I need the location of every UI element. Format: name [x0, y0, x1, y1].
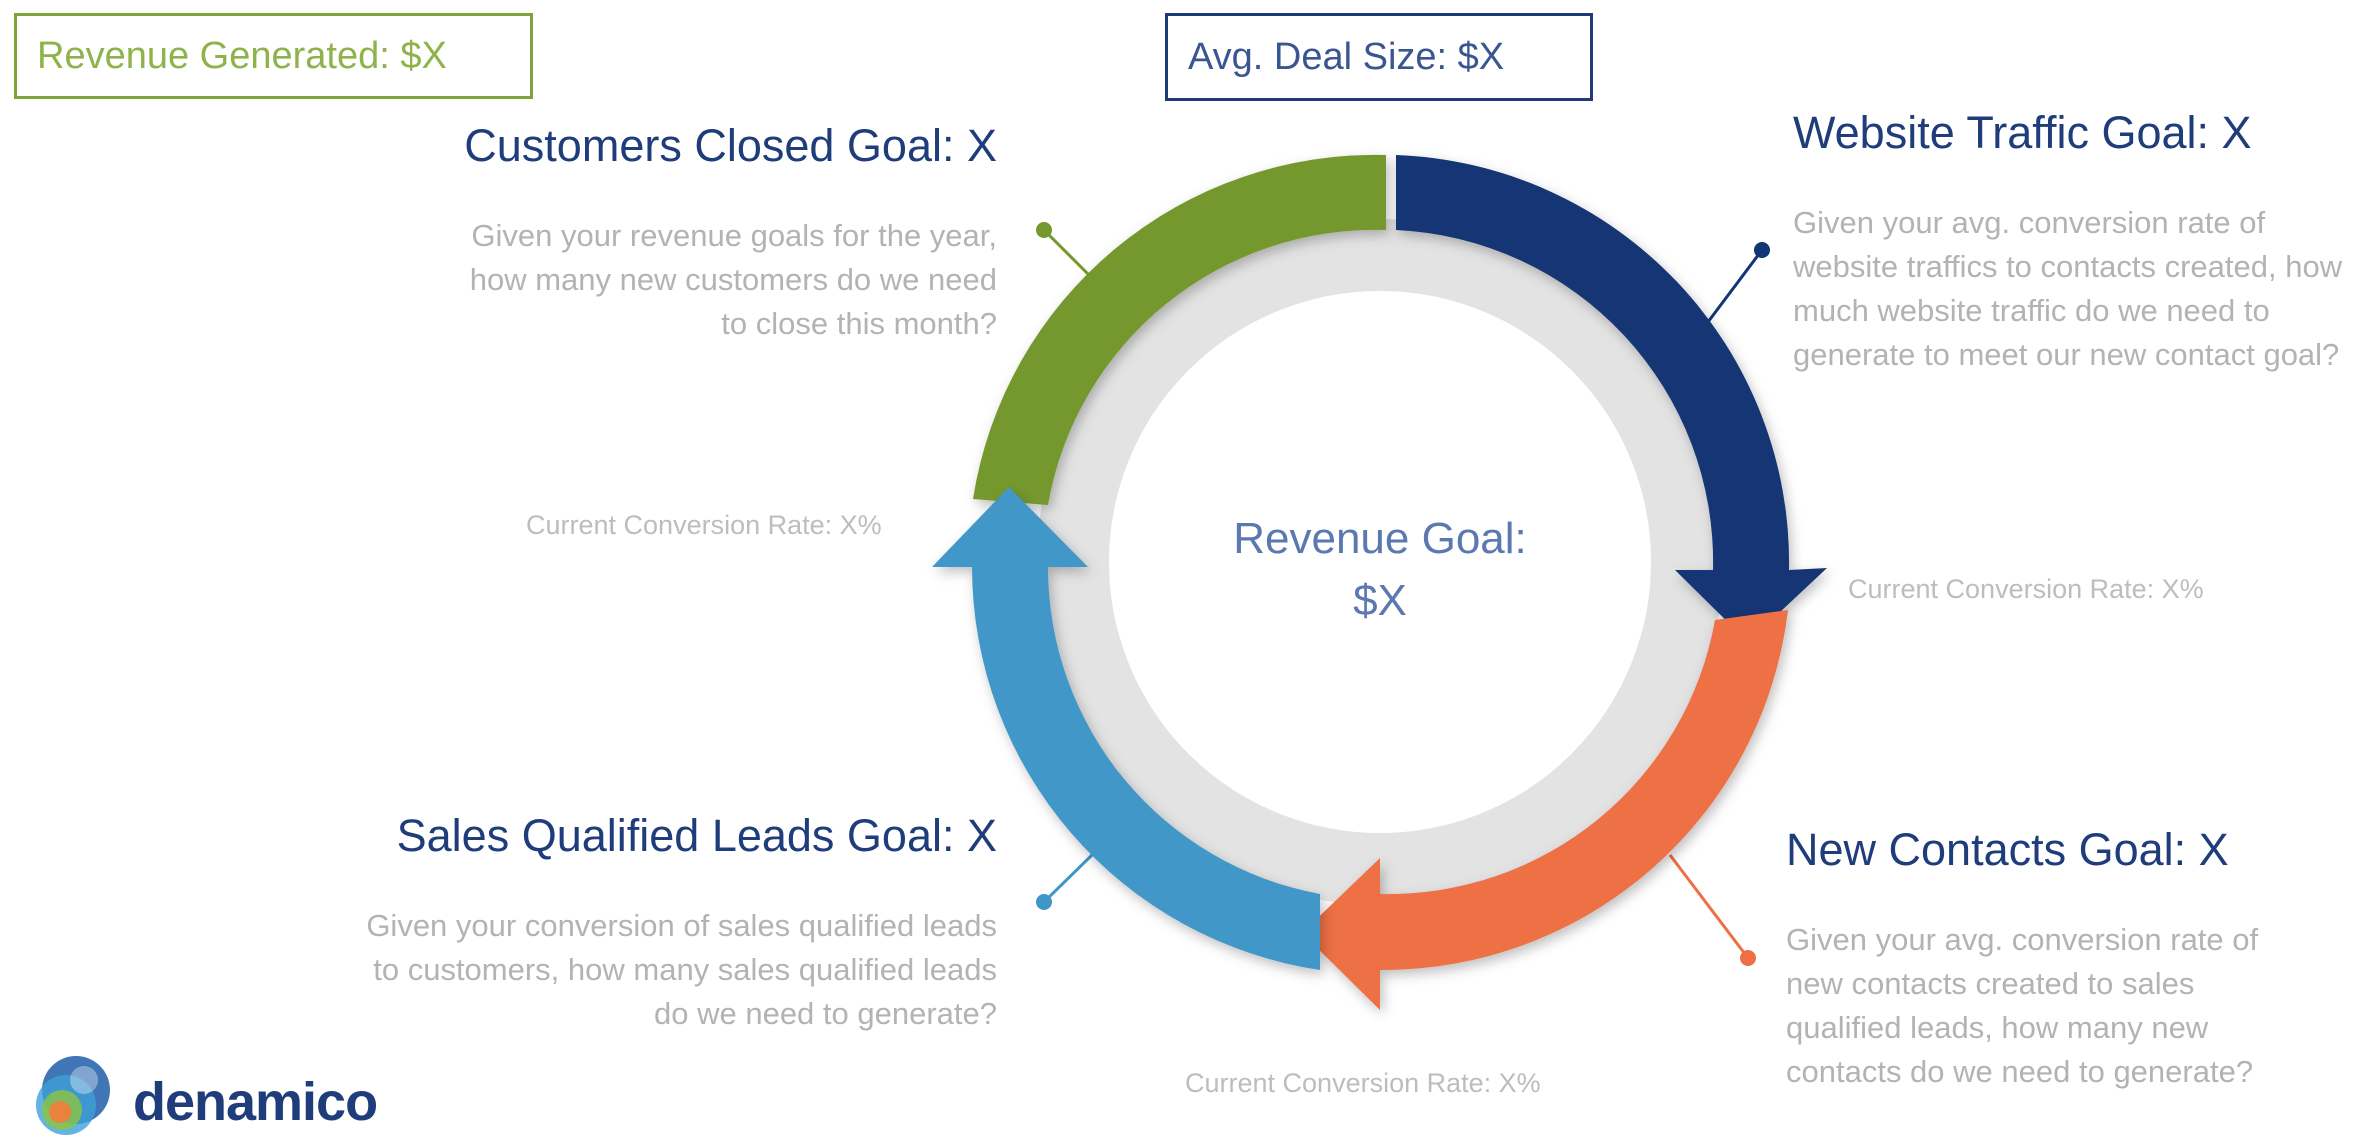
description-line: website traffics to contacts created, ho… [1793, 249, 2343, 284]
website-traffic-arrow [1396, 155, 1827, 642]
website-traffic-description: Given your avg. conversion rate of websi… [1793, 201, 2353, 377]
avg-deal-size-box: Avg. Deal Size: $X [1165, 13, 1593, 101]
description-line: qualified leads, how many new [1786, 1010, 2209, 1045]
connector-website-traffic [1706, 242, 1770, 323]
center-line-2: $X [1353, 576, 1407, 625]
revenue-generated-label: Revenue Generated: $X [37, 34, 447, 77]
customers-closed-heading: Customers Closed Goal: X [464, 120, 997, 171]
description-line: contacts do we need to generate? [1786, 1054, 2254, 1089]
description-line: Given your avg. conversion rate of [1793, 205, 2266, 240]
website-traffic-heading: Website Traffic Goal: X [1793, 107, 2252, 158]
description-line: Given your avg. conversion rate of [1786, 922, 2259, 957]
center-line-1: Revenue Goal: [1233, 514, 1527, 563]
conversion-rate-bottom: Current Conversion Rate: X% [1185, 1068, 1541, 1098]
revenue-generated-box: Revenue Generated: $X [14, 13, 533, 99]
sales-qualified-leads-description: Given your conversion of sales qualified… [300, 904, 997, 1036]
center-revenue-goal: Revenue Goal: $X [1180, 508, 1580, 632]
description-line: Given your revenue goals for the year, [471, 218, 997, 253]
connector-customers-closed [1036, 222, 1094, 280]
description-line: how many new customers do we need [469, 262, 997, 297]
logo-text: denamico [133, 1072, 378, 1132]
new-contacts-description: Given your avg. conversion rate of new c… [1786, 918, 2346, 1094]
description-line: to customers, how many sales qualified l… [373, 952, 997, 987]
new-contacts-heading: New Contacts Goal: X [1786, 824, 2229, 875]
sales-qualified-leads-arrow [932, 487, 1320, 970]
denamico-logo-mark [36, 1056, 110, 1135]
description-line: to close this month? [721, 306, 997, 341]
description-line: do we need to generate? [654, 996, 997, 1031]
description-line: generate to meet our new contact goal? [1793, 337, 2340, 372]
customers-closed-description: Given your revenue goals for the year, h… [300, 214, 997, 346]
connector-new-contacts [1668, 854, 1756, 966]
conversion-rate-left: Current Conversion Rate: X% [526, 510, 882, 540]
conversion-rate-right: Current Conversion Rate: X% [1848, 574, 2204, 604]
description-line: Given your conversion of sales qualified… [366, 908, 997, 943]
new-contacts-arrow [1302, 610, 1788, 1010]
connector-sales-qualified-leads [1036, 853, 1094, 910]
avg-deal-size-label: Avg. Deal Size: $X [1188, 35, 1505, 78]
sales-qualified-leads-heading: Sales Qualified Leads Goal: X [396, 810, 997, 861]
customers-closed-segment [973, 154, 1386, 505]
description-line: much website traffic do we need to [1793, 293, 2270, 328]
description-line: new contacts created to sales [1786, 966, 2195, 1001]
